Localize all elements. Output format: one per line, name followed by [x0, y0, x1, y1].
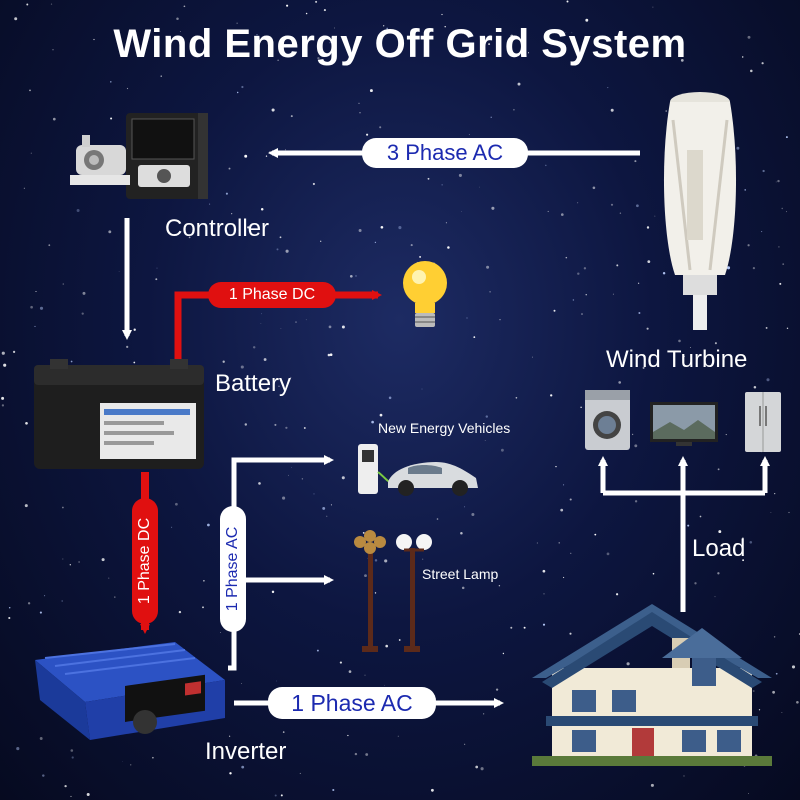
load-label: Load [692, 535, 745, 563]
wind-turbine-label: Wind Turbine [606, 346, 747, 374]
wind-turbine-illustration [645, 90, 745, 330]
street-lamp-label: Street Lamp [422, 566, 498, 582]
new-energy-vehicles-label: New Energy Vehicles [378, 420, 510, 436]
inverter-illustration [25, 640, 230, 745]
house-illustration [532, 598, 772, 766]
street-lamp-illustration [348, 528, 440, 654]
television-icon [650, 402, 718, 446]
controller-illustration [68, 105, 218, 205]
connection-label-turbine-controller: 3 Phase AC [362, 138, 528, 168]
controller-label: Controller [165, 215, 269, 243]
battery-label: Battery [215, 370, 291, 398]
battery-illustration [30, 355, 208, 473]
washing-machine-icon [585, 390, 630, 450]
diagram-title: Wind Energy Off Grid System [0, 22, 800, 67]
connection-label-inverter-house: 1 Phase AC [268, 687, 436, 719]
connection-label-battery-inverter: 1 Phase DC [132, 498, 158, 624]
connection-label-inverter-branch: 1 Phase AC [220, 506, 246, 632]
light-bulb-icon [395, 255, 455, 335]
electric-vehicle-illustration [352, 440, 482, 500]
inverter-label: Inverter [205, 738, 286, 766]
connection-label-battery-bulb: 1 Phase DC [208, 282, 336, 308]
refrigerator-icon [745, 392, 781, 452]
